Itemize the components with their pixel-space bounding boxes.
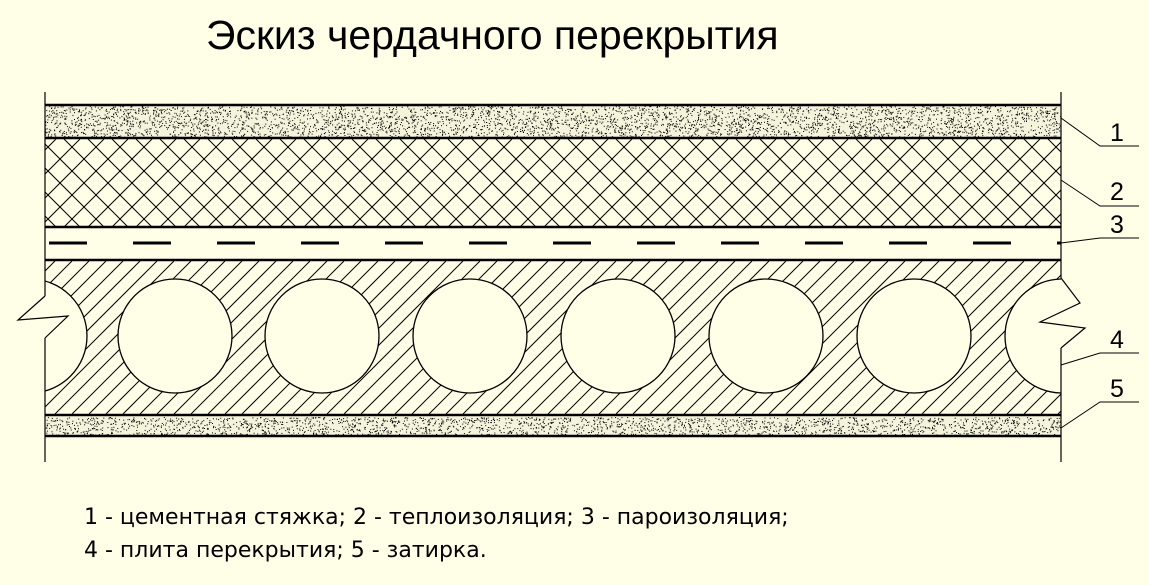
leader-4 xyxy=(1060,352,1139,366)
layer-hollow-core-slab xyxy=(45,261,1061,414)
legend-line-1: 1 - цементная стяжка; 2 - теплоизоляция;… xyxy=(84,505,789,530)
legend-line-2: 4 - плита перекрытия; 5 - затирка. xyxy=(84,538,487,563)
layer-thermal-insulation xyxy=(45,139,1061,227)
drawing-title: Эскиз чердачного перекрытия xyxy=(206,12,779,58)
callout-leaders xyxy=(1060,117,1139,429)
callout-number-4: 4 xyxy=(1110,326,1124,354)
leader-1 xyxy=(1060,117,1139,147)
callout-number-5: 5 xyxy=(1110,375,1124,403)
leader-2 xyxy=(1060,179,1139,207)
layer-boundaries xyxy=(45,103,1061,438)
callout-number-3: 3 xyxy=(1110,211,1124,239)
callout-number-1: 1 xyxy=(1110,119,1124,147)
section-edges xyxy=(16,92,1087,462)
leader-5 xyxy=(1060,401,1139,429)
callout-number-2: 2 xyxy=(1110,178,1124,206)
layer-cement-screed xyxy=(45,106,1061,137)
leader-3 xyxy=(1060,237,1139,244)
layer-plaster xyxy=(45,417,1061,435)
